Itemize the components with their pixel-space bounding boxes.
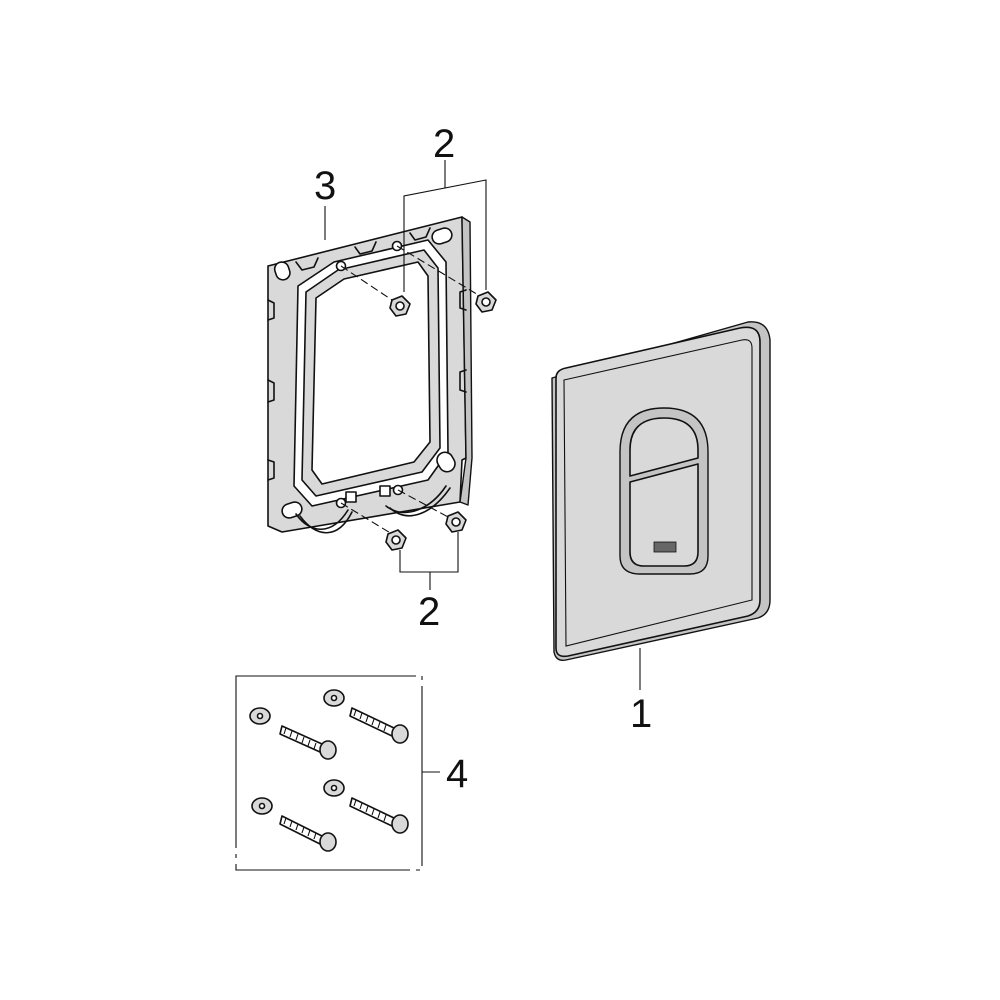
callout-plate: 1 (630, 692, 653, 736)
callout-frame: 3 (314, 164, 337, 208)
washer (323, 779, 345, 797)
flush-plate (551, 321, 771, 662)
washer (251, 797, 273, 815)
mounting-frame (267, 216, 473, 534)
frame-screws-bottom (340, 489, 467, 551)
frame-screws-top (340, 245, 497, 317)
callout-screws-top: 2 (433, 122, 456, 166)
screws-bottom-bracket (399, 532, 459, 573)
fixing-set-parts (249, 689, 409, 852)
washer (323, 689, 345, 707)
brand-logo (653, 541, 677, 553)
screw (349, 707, 409, 744)
callout-screws-bottom: 2 (418, 590, 441, 634)
screw (279, 725, 337, 760)
fixing-set-box (235, 675, 440, 871)
screw (349, 797, 409, 834)
washer (249, 707, 271, 725)
callout-fixing-set: 4 (446, 752, 469, 796)
screw (279, 815, 337, 852)
